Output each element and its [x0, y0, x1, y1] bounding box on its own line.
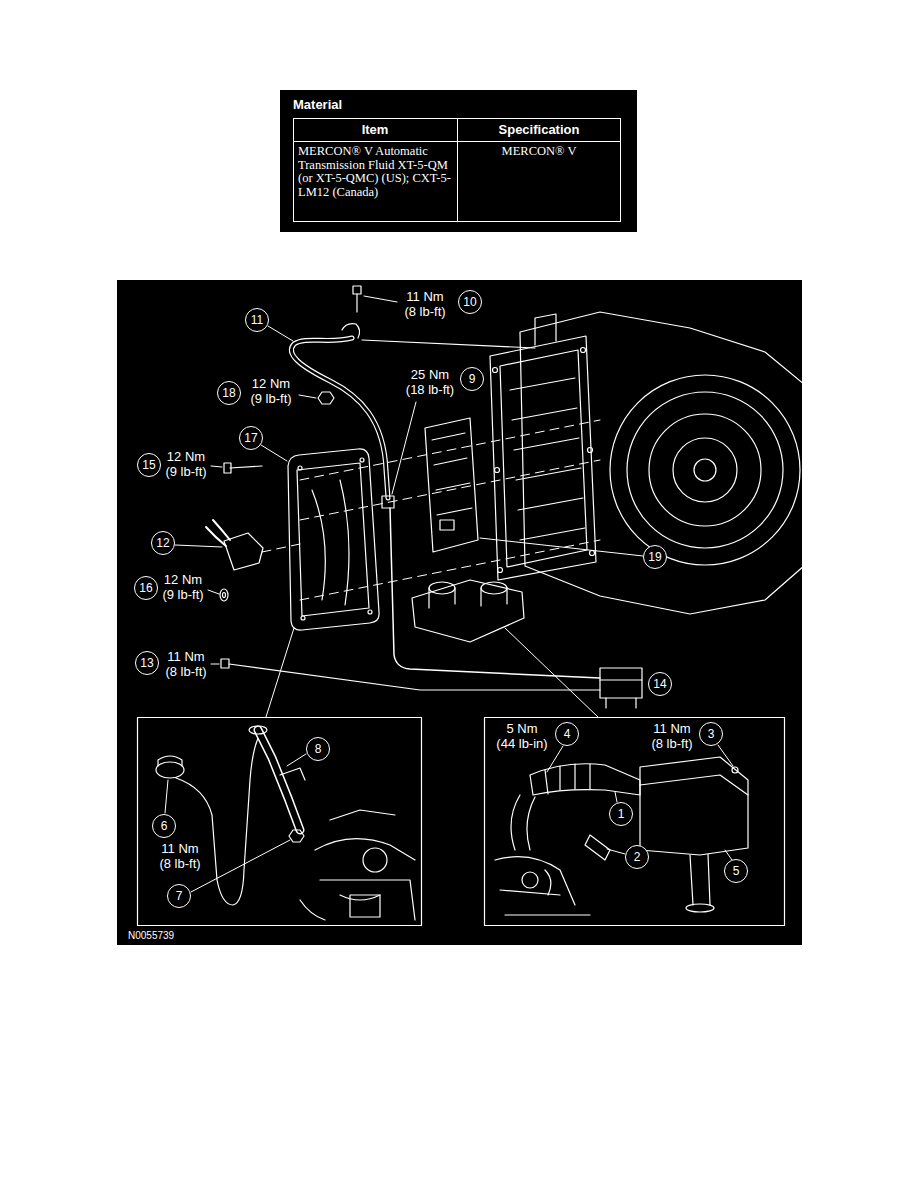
figure-panel: N005573910119181715121916131484361257: [117, 280, 802, 945]
callout-circle: 19: [643, 545, 667, 569]
callout-circle: 2: [625, 845, 649, 869]
callout-number: 14: [653, 677, 666, 691]
torque-spec: 12 Nm (9 lb-ft): [162, 572, 205, 602]
dipstick-inset: [156, 726, 415, 920]
callout-number: 2: [634, 850, 641, 864]
callout-circle: 16: [134, 576, 158, 600]
electrical-connector: [206, 520, 263, 570]
valve-body: [425, 418, 478, 552]
leader-lines: [165, 296, 733, 892]
callout-number: 4: [564, 727, 571, 741]
callout-circle: 17: [239, 426, 263, 450]
callout-circle: 5: [724, 859, 748, 883]
callout-number: 9: [469, 372, 476, 386]
alignment-lines: [262, 420, 600, 600]
material-table-grid: [294, 119, 621, 222]
air-cleaner-inset: [495, 757, 748, 915]
callout-circle: 18: [217, 381, 241, 405]
callout-number: 18: [222, 386, 235, 400]
torque-spec: 11 Nm (8 lb-ft): [159, 841, 202, 871]
callout-number: 6: [161, 819, 168, 833]
callout-circle: 15: [137, 453, 161, 477]
transmission: [490, 312, 802, 614]
torque-spec: 11 Nm (8 lb-ft): [651, 721, 694, 751]
callout-number: 10: [463, 295, 476, 309]
mount-bracket: [412, 580, 524, 642]
table-header: Specification: [458, 119, 620, 140]
callout-number: 15: [142, 458, 155, 472]
callout-circle: 11: [245, 308, 269, 332]
callout-number: 7: [176, 889, 183, 903]
cooler-block: [600, 668, 642, 708]
table-title: Material: [293, 97, 637, 112]
torque-spec: 12 Nm (9 lb-ft): [165, 449, 208, 479]
torque-spec: 25 Nm (18 lb-ft): [405, 367, 455, 397]
callout-circle: 4: [555, 722, 579, 746]
torque-spec: 12 Nm (9 lb-ft): [250, 376, 293, 406]
figure-code: N0055739: [128, 930, 802, 942]
callout-circle: 13: [135, 651, 159, 675]
inset-frames: [138, 628, 785, 926]
callout-number: 13: [140, 656, 153, 670]
callout-circle: 3: [699, 722, 723, 746]
torque-spec: 11 Nm (8 lb-ft): [404, 289, 447, 319]
callout-circle: 9: [460, 367, 484, 391]
torque-spec: 11 Nm (8 lb-ft): [165, 649, 208, 679]
callout-circle: 10: [458, 290, 482, 314]
callout-number: 11: [251, 313, 263, 327]
side-cover: [288, 449, 379, 630]
callout-number: 19: [648, 550, 661, 564]
fasteners: [220, 286, 361, 668]
callout-circle: 12: [151, 531, 175, 555]
callout-number: 12: [156, 536, 169, 550]
fluid-tube: [229, 338, 600, 690]
table-header: Item: [294, 119, 456, 140]
callout-number: 3: [708, 727, 715, 741]
torque-spec: 5 Nm (44 lb-in): [496, 721, 549, 751]
material-panel: [280, 90, 637, 232]
callout-number: 17: [244, 431, 257, 445]
callout-number: 1: [618, 807, 625, 821]
callout-circle: 6: [152, 814, 176, 838]
callout-circle: 14: [648, 672, 672, 696]
table-cell: MERCON® V Automatic Transmission Fluid X…: [298, 145, 454, 199]
table-cell: MERCON® V: [459, 145, 619, 159]
callout-circle: 1: [609, 802, 633, 826]
callout-number: 8: [315, 742, 322, 756]
callout-circle: 8: [306, 737, 330, 761]
callout-circle: 7: [167, 884, 191, 908]
callout-number: 5: [733, 864, 740, 878]
callout-number: 16: [139, 581, 152, 595]
